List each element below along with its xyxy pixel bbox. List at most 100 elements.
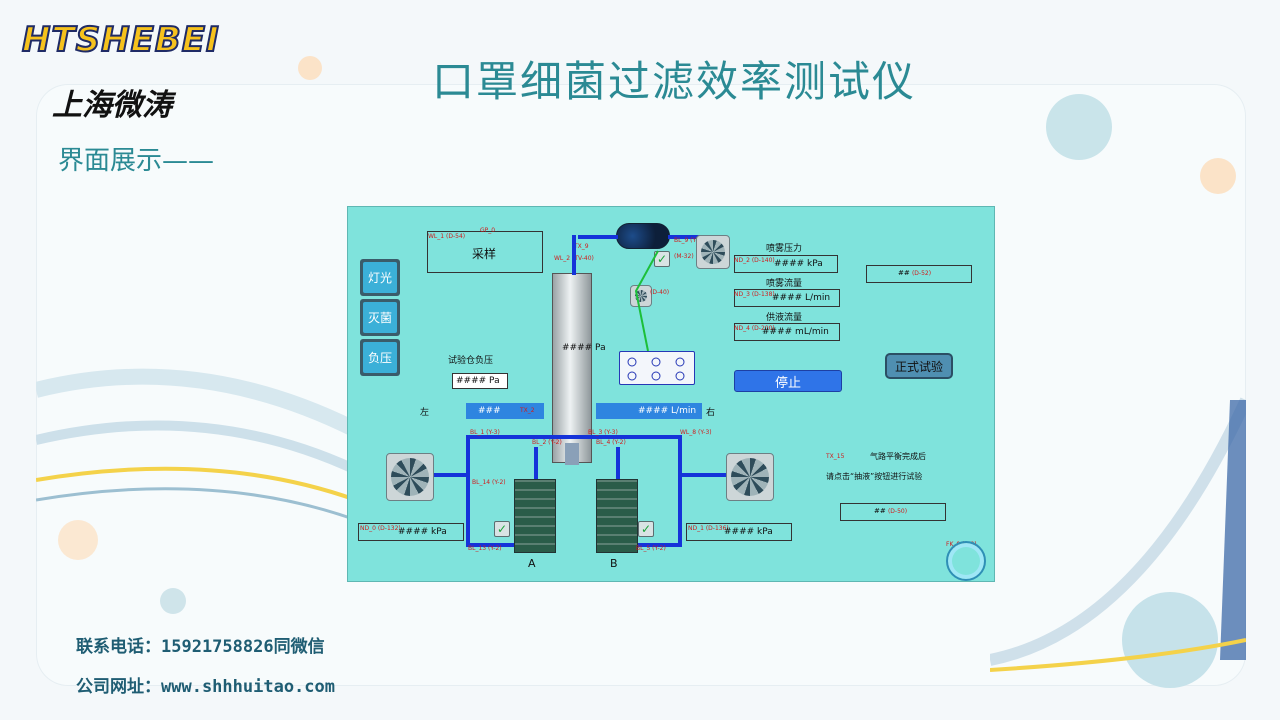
spray-pressure-label: 喷雾压力 xyxy=(766,244,803,254)
spray-flow-tag: ND_3 (D-138) xyxy=(734,291,775,298)
pipe-bottom-left xyxy=(466,543,516,547)
valve-right-check-icon[interactable]: ✓ xyxy=(638,521,654,537)
sterilize-button[interactable]: 灭菌 xyxy=(360,299,400,336)
nozzle-block xyxy=(619,351,695,385)
sample-gp-tag: GP_0 xyxy=(480,227,496,234)
left-bar-tag: TX_2 xyxy=(520,407,535,414)
bottom-status-readout xyxy=(840,503,946,521)
column-pressure-value: #### Pa xyxy=(562,343,606,353)
bottom-left-value: #### kPa xyxy=(398,527,447,537)
liquid-flow-box xyxy=(734,323,840,341)
contact-phone: 联系电话：15921758826同微信 xyxy=(76,637,325,657)
message-tag: TX_15 xyxy=(826,453,845,460)
pipe-left-down xyxy=(466,435,470,547)
page-title: 口罩细菌过滤效率测试仪 xyxy=(432,57,917,106)
sample-wl-tag: WL_1 (D-54) xyxy=(428,233,466,240)
spray-flow-value: #### L/min xyxy=(772,293,831,303)
brand-logo-cn: 上海微涛 xyxy=(52,88,172,123)
spray-pressure-value: #### kPa xyxy=(774,259,823,269)
fan-mid-tag: (D-40) xyxy=(650,289,670,296)
valve-left-check-icon[interactable]: ✓ xyxy=(494,521,510,537)
tank-a xyxy=(514,479,556,553)
green-pipe-lines xyxy=(634,250,659,352)
deco-circle-teal-right xyxy=(1046,94,1112,160)
tank-b-label: B xyxy=(610,557,618,570)
brand-logo-en: HTSHEBEI xyxy=(21,19,220,61)
bottom-right-tag: ND_1 (D-136) xyxy=(688,525,729,532)
pipe-right-fan xyxy=(678,473,726,477)
right-flow-value: #### L/min xyxy=(638,406,697,416)
sterilize-button-label: 灭菌 xyxy=(363,302,397,333)
bottom-left-tag: ND_0 (D-132) xyxy=(360,525,401,532)
top-right-readout-value: ## (D-52) xyxy=(898,269,932,277)
top-right-readout xyxy=(866,265,972,283)
stop-button[interactable]: 停止 xyxy=(734,370,842,392)
bottom-status-value: ## (D-50) xyxy=(874,507,908,515)
valve-tag-7: BL_13 (Y-2) xyxy=(468,545,502,552)
bottom-right-readout xyxy=(686,523,792,541)
right-flow-bar xyxy=(596,403,702,419)
left-flow-bar xyxy=(466,403,544,419)
valve-tag-1: BL_1 (Y-3) xyxy=(470,429,500,436)
pump-bl-tag: BL_9 (Y-32) xyxy=(674,237,708,244)
spray-pressure-tag: ND_2 (D-140) xyxy=(734,257,775,264)
deco-swoosh-left xyxy=(36,368,356,522)
chamber-pressure-box xyxy=(452,373,508,389)
pipe-mid-right xyxy=(570,435,680,439)
pipe-tank-a-in xyxy=(534,447,538,481)
pipe-right-down xyxy=(678,435,682,547)
valve-top-check-icon[interactable]: ✓ xyxy=(654,251,670,267)
message-line-1: 气路平衡完成后 xyxy=(870,452,926,461)
sample-box[interactable] xyxy=(427,231,543,273)
pipe-top-left xyxy=(578,235,618,239)
deco-circle-peach-right xyxy=(1200,158,1236,194)
fan-top-right-icon xyxy=(696,235,730,269)
tank-b xyxy=(596,479,638,553)
left-bar-side-label: 左 xyxy=(420,408,430,418)
spray-flow-label: 喷雾流量 xyxy=(766,279,803,289)
light-button[interactable]: 灯光 xyxy=(360,259,400,296)
deco-swoosh-right xyxy=(990,397,1246,672)
valve-tag-4: BL_4 (Y-2) xyxy=(596,439,626,446)
sample-label: 采样 xyxy=(472,247,497,261)
pump-icon xyxy=(616,223,670,249)
negative-pressure-button-label: 负压 xyxy=(363,342,397,373)
pipe-column-top xyxy=(572,235,576,275)
section-label: 界面展示—— xyxy=(58,146,215,176)
start-test-button-label: 正式试验 xyxy=(894,359,943,374)
column-base xyxy=(565,443,579,465)
right-bar-side-label: 右 xyxy=(706,408,716,418)
pipe-tank-b-in xyxy=(616,447,620,481)
pipe-mid-left xyxy=(466,435,574,439)
deco-circle-blue-bottom-right xyxy=(1122,592,1218,688)
pipe-left-fan xyxy=(408,473,468,477)
spray-flow-box xyxy=(734,289,840,307)
column-tx-tag: TX_9 xyxy=(574,243,589,250)
hmi-panel: 灯光 灭菌 负压 WL_1 (D-54) GP_0 采样 #### Pa WL_… xyxy=(347,206,995,582)
liquid-flow-value: #### mL/min xyxy=(762,327,829,337)
valve-tag-8: BL_5 (Y-2) xyxy=(636,545,666,552)
liquid-flow-label: 供液流量 xyxy=(766,313,803,323)
fan-left-icon xyxy=(386,453,434,501)
pipe-top-right xyxy=(668,235,700,239)
start-test-button[interactable]: 正式试验 xyxy=(885,353,953,379)
valve-tag-3: BL_3 (Y-3) xyxy=(588,429,618,436)
negative-pressure-button[interactable]: 负压 xyxy=(360,339,400,376)
contact-website: 公司网址：www.shhhuitao.com xyxy=(76,677,335,697)
deco-circle-peach-left xyxy=(58,520,98,560)
deco-circle-peach-top xyxy=(298,56,322,80)
chamber-pressure-value: #### Pa xyxy=(456,376,500,386)
valve-tag-2: BL_2 (Y-2) xyxy=(532,439,562,446)
deco-circle-blue-left xyxy=(160,588,186,614)
message-line-2: 请点击“抽液”按钮进行试验 xyxy=(826,472,923,481)
fan-right-icon xyxy=(726,453,774,501)
liquid-flow-tag: ND_4 (D-200) xyxy=(734,325,775,332)
bottom-right-value: #### kPa xyxy=(724,527,773,537)
valve-tag-5: WL_8 (Y-3) xyxy=(680,429,712,436)
left-flow-value: ### xyxy=(478,406,501,416)
valve-tag-6: BL_14 (Y-2) xyxy=(472,479,506,486)
bottom-left-readout xyxy=(358,523,464,541)
power-button[interactable] xyxy=(946,541,986,581)
chamber-pressure-label: 试验仓负压 xyxy=(448,356,494,366)
valve-top-tag: (M-32) xyxy=(674,253,694,260)
